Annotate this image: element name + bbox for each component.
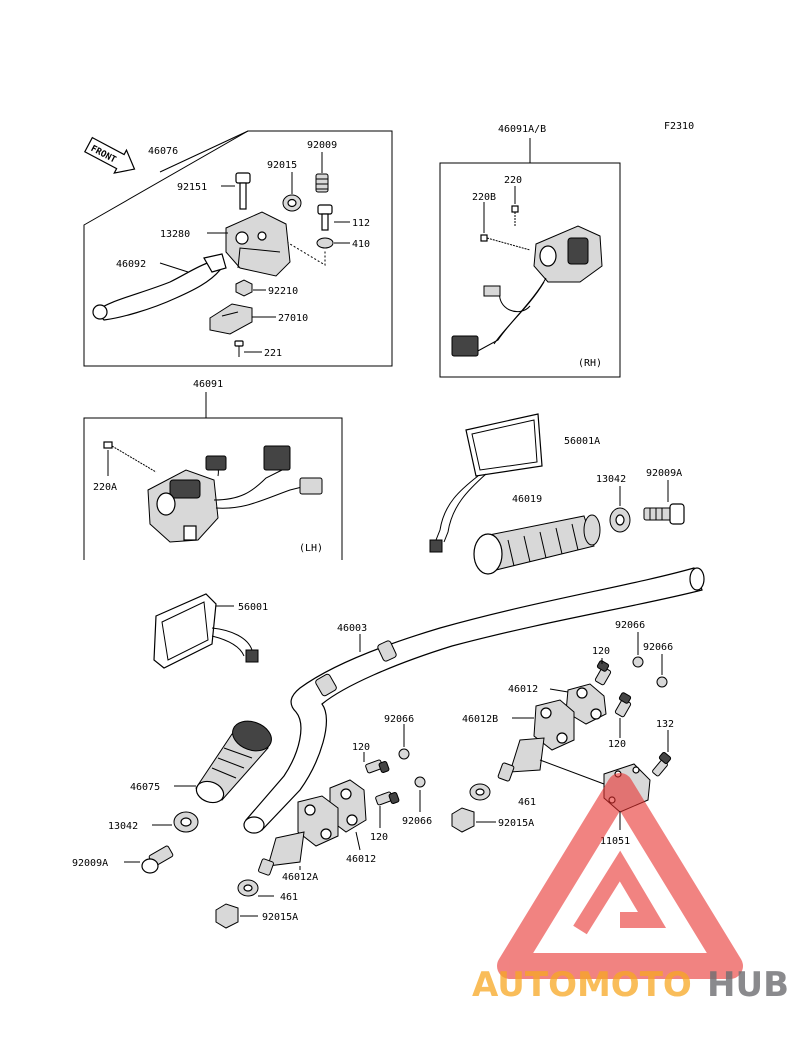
part-label-92210[interactable]: 92210 [268,286,298,297]
connector-small [483,285,501,297]
screw-220B [480,234,531,251]
part-label-46092[interactable]: 46092 [116,259,146,270]
part-label-46012A[interactable]: 46012A [282,872,318,883]
watermark-text-automoto: AUTOMOTO [472,965,692,1005]
part-label-46075[interactable]: 46075 [130,782,160,793]
part-label-92015A-left[interactable]: 92015A [262,912,298,923]
clutch-lever-group: 46076 92151 92015 92009 112 [83,130,393,367]
part-label-92015A-right[interactable]: 92015A [498,818,534,829]
screw-220 [511,205,519,226]
part-label-56001A[interactable]: 56001A [564,436,600,447]
clutch-switch-27010 [209,303,253,335]
left-switch-housing-icon [147,469,219,543]
right-switch-group: 46091A/B 220 220B (RH) [439,124,621,378]
connector-lh-2 [263,445,291,471]
nut-92210 [235,279,253,297]
throttle-grip-46019 [473,514,601,575]
bolt-120-c [365,759,390,774]
mirror-56001 [153,593,259,669]
front-arrow-icon: FRONT [84,136,136,174]
part-label-92151[interactable]: 92151 [177,182,207,193]
connector-lh-3 [299,477,323,495]
left-switch-group: 46091 220A (LH) [83,379,343,560]
part-label-461-right[interactable]: 461 [518,797,536,808]
holder-46012A [258,795,339,876]
part-label-11051[interactable]: 11051 [600,836,630,847]
diagram-id: F2310 [664,121,694,132]
part-label-46012-a[interactable]: 46012 [508,684,538,695]
clutch-lever-46092 [92,253,227,321]
screw-92009A-right [643,503,685,525]
part-label-13042-left[interactable]: 13042 [108,821,138,832]
part-label-46003[interactable]: 46003 [337,623,367,634]
part-label-220B[interactable]: 220B [472,192,496,203]
bolt-112 [317,204,333,231]
lh-label[interactable]: (LH) [299,543,323,554]
part-label-92066-a[interactable]: 92066 [615,620,645,631]
handlebar-46003 [243,567,705,834]
lever-holder-13280 [225,211,291,277]
part-label-120-d[interactable]: 120 [370,832,388,843]
washer-92066-c [398,748,410,760]
clutch-lever-box [83,130,393,367]
right-switch-housing-icon [533,225,603,283]
screw-220A [103,441,157,473]
part-label-410[interactable]: 410 [352,239,370,250]
part-label-46091AB[interactable]: 46091A/B [498,124,546,135]
bolt-92151 [235,172,251,210]
bolt-120-b [614,692,632,718]
part-label-112[interactable]: 112 [352,218,370,229]
left-switch-box [83,417,343,560]
part-label-46012-b[interactable]: 46012 [346,854,376,865]
part-label-13280[interactable]: 13280 [160,229,190,240]
part-label-13042-right[interactable]: 13042 [596,474,626,485]
part-label-27010[interactable]: 27010 [278,313,308,324]
part-label-92009[interactable]: 92009 [307,140,337,151]
bolt-120-d [375,791,400,806]
washer-92066-a [632,656,644,668]
watermark-logo-icon [497,773,743,979]
screw-92009 [315,173,329,193]
mirror-56001A [429,413,543,553]
part-label-220[interactable]: 220 [504,175,522,186]
part-label-120-a[interactable]: 120 [592,646,610,657]
part-label-120-c[interactable]: 120 [352,742,370,753]
screw-221 [234,340,244,357]
part-label-56001[interactable]: 56001 [238,602,268,613]
clamp-46012-lower [329,779,367,833]
part-label-92066-c[interactable]: 92066 [384,714,414,725]
nut-92015A-right [451,807,475,833]
holder-46012B [497,699,575,782]
connector-rh [451,335,479,357]
screw-92009A-left [141,845,174,874]
part-label-92066-d[interactable]: 92066 [402,816,432,827]
part-label-92015[interactable]: 92015 [267,160,297,171]
part-label-92066-b[interactable]: 92066 [643,642,673,653]
washer-92066-b [656,676,668,688]
part-label-46019[interactable]: 46019 [512,494,542,505]
part-label-120-b[interactable]: 120 [608,739,626,750]
grip-46075 [195,720,272,804]
part-label-46012B[interactable]: 46012B [462,714,498,725]
washer-410 [316,237,334,249]
part-label-220A[interactable]: 220A [93,482,117,493]
part-label-92009A-left[interactable]: 92009A [72,858,108,869]
bolt-132 [652,752,672,777]
part-label-92009A-right[interactable]: 92009A [646,468,682,479]
rh-label[interactable]: (RH) [578,358,602,369]
connector-lh-1 [205,455,227,471]
bolt-120-a [594,660,612,686]
part-label-221[interactable]: 221 [264,348,282,359]
part-label-46091[interactable]: 46091 [193,379,223,390]
washer-92066-d [414,776,426,788]
watermark-text-hub: HUB [707,965,789,1005]
nut-92015A-left [215,903,239,929]
part-label-461-left[interactable]: 461 [280,892,298,903]
part-label-46076[interactable]: 46076 [148,146,178,157]
clamp-46012-upper [565,683,607,725]
part-label-132[interactable]: 132 [656,719,674,730]
